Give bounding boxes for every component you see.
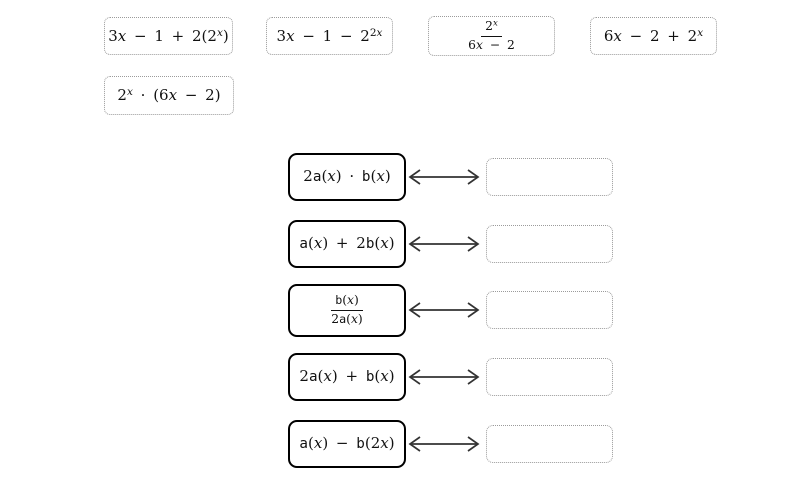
- answer-tile-2[interactable]: 3x − 1 − 22x: [266, 17, 393, 55]
- answer-tile-5-expression: 2x · (6x − 2): [117, 86, 221, 105]
- expression-box-1: 2a(x) · b(x): [288, 153, 406, 201]
- expression-box-4: 2a(x) + b(x): [288, 353, 406, 401]
- double-arrow-icon: [408, 236, 480, 252]
- expression-box-3: b(x)2a(x): [288, 284, 406, 337]
- answer-tile-5[interactable]: 2x · (6x − 2): [104, 76, 234, 115]
- double-arrow-icon: [408, 369, 480, 385]
- drop-zone-1[interactable]: [486, 158, 613, 196]
- answer-tile-4[interactable]: 6x − 2 + 2x: [590, 17, 717, 55]
- drop-zone-2[interactable]: [486, 225, 613, 263]
- double-arrow-icon: [408, 302, 480, 318]
- expression-box-3-text: b(x)2a(x): [331, 293, 363, 326]
- expression-box-2: a(x) + 2b(x): [288, 220, 406, 268]
- drop-zone-5[interactable]: [486, 425, 613, 463]
- answer-tile-1[interactable]: 3x − 1 + 2(2x): [104, 17, 233, 55]
- double-arrow-icon: [408, 436, 480, 452]
- expression-box-1-text: 2a(x) · b(x): [303, 167, 391, 186]
- drop-zone-3[interactable]: [486, 291, 613, 329]
- expression-box-4-text: 2a(x) + b(x): [299, 367, 395, 386]
- expression-box-2-text: a(x) + 2b(x): [299, 234, 395, 253]
- answer-tile-2-expression: 3x − 1 − 22x: [276, 26, 383, 45]
- answer-tile-4-expression: 6x − 2 + 2x: [603, 26, 704, 45]
- answer-tile-1-expression: 3x − 1 + 2(2x): [108, 26, 229, 45]
- expression-box-5-text: a(x) − b(2x): [299, 434, 395, 453]
- expression-box-5: a(x) − b(2x): [288, 420, 406, 468]
- double-arrow-icon: [408, 169, 480, 185]
- drop-zone-4[interactable]: [486, 358, 613, 396]
